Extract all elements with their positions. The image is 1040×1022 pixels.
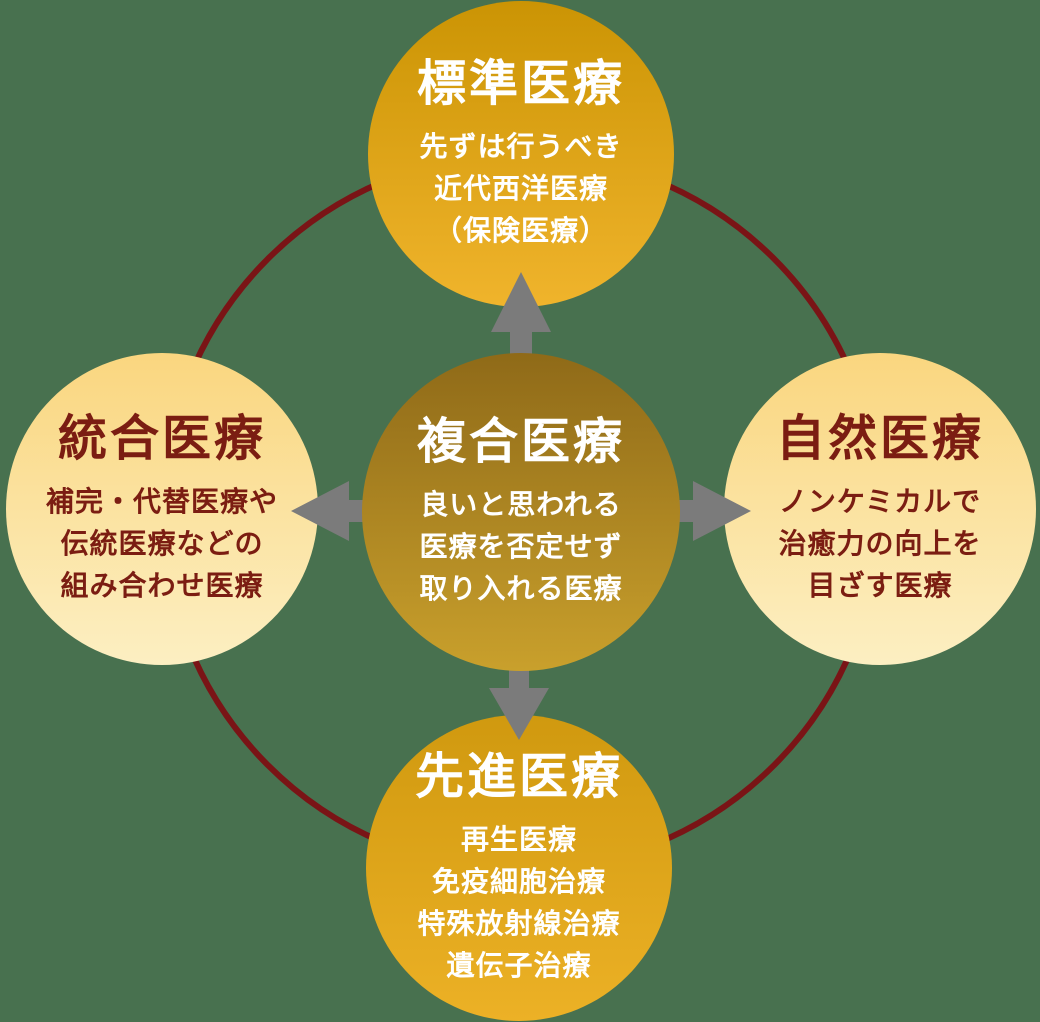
node-integrative-medicine-body: 補完・代替医療や 伝統医療などの 組み合わせ医療 xyxy=(46,481,278,607)
body-line: 医療を否定せず xyxy=(419,530,623,564)
body-line: 良いと思われる xyxy=(420,488,622,522)
node-standard-medicine-body: 先ずは行うべき 近代西洋医療 （保険医療） xyxy=(419,126,622,252)
node-natural-medicine-title: 自然医療 xyxy=(775,409,984,467)
body-line: 目ざす医療 xyxy=(807,569,953,603)
node-composite-medicine-body: 良いと思われる 医療を否定せず 取り入れる医療 xyxy=(419,484,622,610)
body-line: 免疫細胞治療 xyxy=(431,865,606,899)
node-standard-medicine-title: 標準医療 xyxy=(416,54,625,112)
body-line: （保険医療） xyxy=(433,214,608,248)
body-line: 治癒力の向上を xyxy=(778,527,982,561)
body-line: 組み合わせ医療 xyxy=(60,569,264,603)
body-line: 遺伝子治療 xyxy=(446,949,592,983)
node-composite-medicine-title: 複合医療 xyxy=(416,412,625,470)
body-line: 補完・代替医療や xyxy=(45,485,278,519)
node-advanced-medicine-title: 先進医療 xyxy=(414,747,623,805)
node-natural-medicine-body: ノンケミカルで 治癒力の向上を 目ざす医療 xyxy=(778,481,981,607)
node-composite-medicine: 複合医療 良いと思われる 医療を否定せず 取り入れる医療 xyxy=(362,353,680,671)
body-line: 伝統医療などの xyxy=(60,527,264,561)
body-line: 近代西洋医療 xyxy=(433,172,608,206)
body-line: 先ずは行うべき xyxy=(419,130,623,164)
node-standard-medicine: 標準医療 先ずは行うべき 近代西洋医療 （保険医療） xyxy=(368,1,674,307)
node-natural-medicine: 自然医療 ノンケミカルで 治癒力の向上を 目ざす医療 xyxy=(724,353,1036,665)
node-integrative-medicine-title: 統合医療 xyxy=(57,409,266,467)
node-advanced-medicine-body: 再生医療 免疫細胞治療 特殊放射線治療 遺伝子治療 xyxy=(417,819,620,987)
body-line: ノンケミカルで xyxy=(778,485,982,519)
body-line: 取り入れる医療 xyxy=(419,572,623,606)
body-line: 再生医療 xyxy=(460,823,577,857)
body-line: 特殊放射線治療 xyxy=(417,907,621,941)
node-integrative-medicine: 統合医療 補完・代替医療や 伝統医療などの 組み合わせ医療 xyxy=(6,353,318,665)
node-advanced-medicine: 先進医療 再生医療 免疫細胞治療 特殊放射線治療 遺伝子治療 xyxy=(366,715,672,1021)
